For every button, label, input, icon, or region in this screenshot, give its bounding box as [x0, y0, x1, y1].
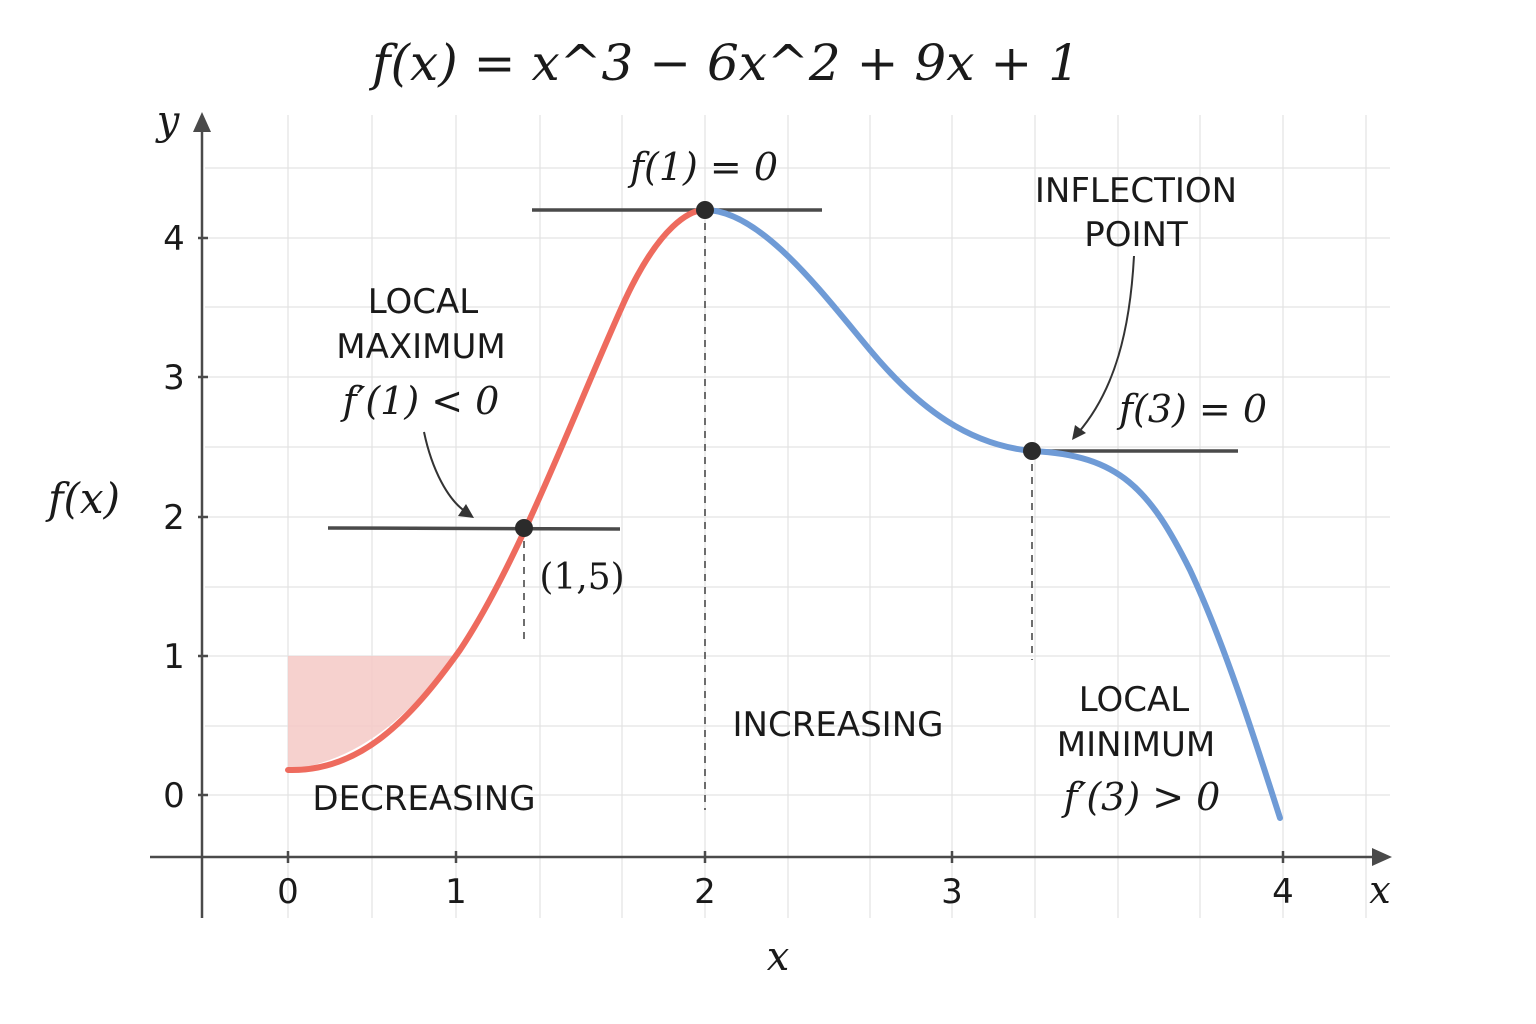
y-tick-label: 4 — [163, 219, 185, 259]
annotation-arrow — [1077, 255, 1135, 434]
data-point — [1023, 442, 1041, 460]
x-tick-label: 3 — [941, 872, 963, 912]
x-axis-end-label: x — [1369, 868, 1390, 912]
y-tick-label: 2 — [163, 498, 185, 538]
axes — [150, 112, 1392, 918]
x-axis-arrow-icon — [1372, 848, 1392, 866]
chart-title: f(x) = x^3 − 6x^2 + 9x + 1 — [368, 34, 1080, 92]
annotation-derivative: f′(3) > 0 — [1061, 775, 1221, 819]
y-tick-label: 3 — [163, 358, 185, 398]
annotation-local-minimum: LOCAL — [1079, 680, 1189, 720]
annotation-arrow — [423, 431, 467, 513]
point-label: (1,5) — [539, 557, 624, 598]
annotation-local-maximum: LOCAL — [368, 282, 478, 322]
data-point — [696, 201, 714, 219]
y-tick-label: 1 — [163, 637, 185, 677]
shaded-region — [288, 656, 456, 770]
point-label: f(1) = 0 — [627, 145, 778, 189]
annotation-local-minimum: MINIMUM — [1057, 725, 1215, 765]
y-axis-label: f(x) — [45, 474, 120, 523]
annotation-local-maximum: MAXIMUM — [336, 327, 505, 367]
data-point — [515, 519, 533, 537]
y-tick-label: 0 — [163, 776, 185, 816]
annotation-inflection-point: INFLECTION — [1035, 171, 1237, 211]
x-tick-label: 2 — [694, 872, 716, 912]
annotation-increasing: INCREASING — [733, 705, 944, 745]
grid-lines — [205, 115, 1390, 918]
x-tick-label: 1 — [445, 872, 467, 912]
x-tick-label: 4 — [1272, 872, 1294, 912]
annotation-decreasing: DECREASING — [312, 779, 535, 819]
point-label: f(3) = 0 — [1116, 387, 1267, 431]
x-tick-label: 0 — [277, 872, 299, 912]
arrow-head-icon — [458, 504, 474, 518]
annotation-inflection-point: POINT — [1084, 215, 1188, 255]
tangent-line — [327, 526, 621, 531]
y-axis-arrow-icon — [193, 112, 211, 132]
x-axis-label: x — [767, 934, 790, 980]
annotation-derivative: f′(1) < 0 — [340, 379, 500, 423]
decreasing-curve — [285, 207, 708, 774]
arrow-head-icon — [1072, 425, 1086, 440]
y-axis-end-label: y — [155, 98, 181, 144]
